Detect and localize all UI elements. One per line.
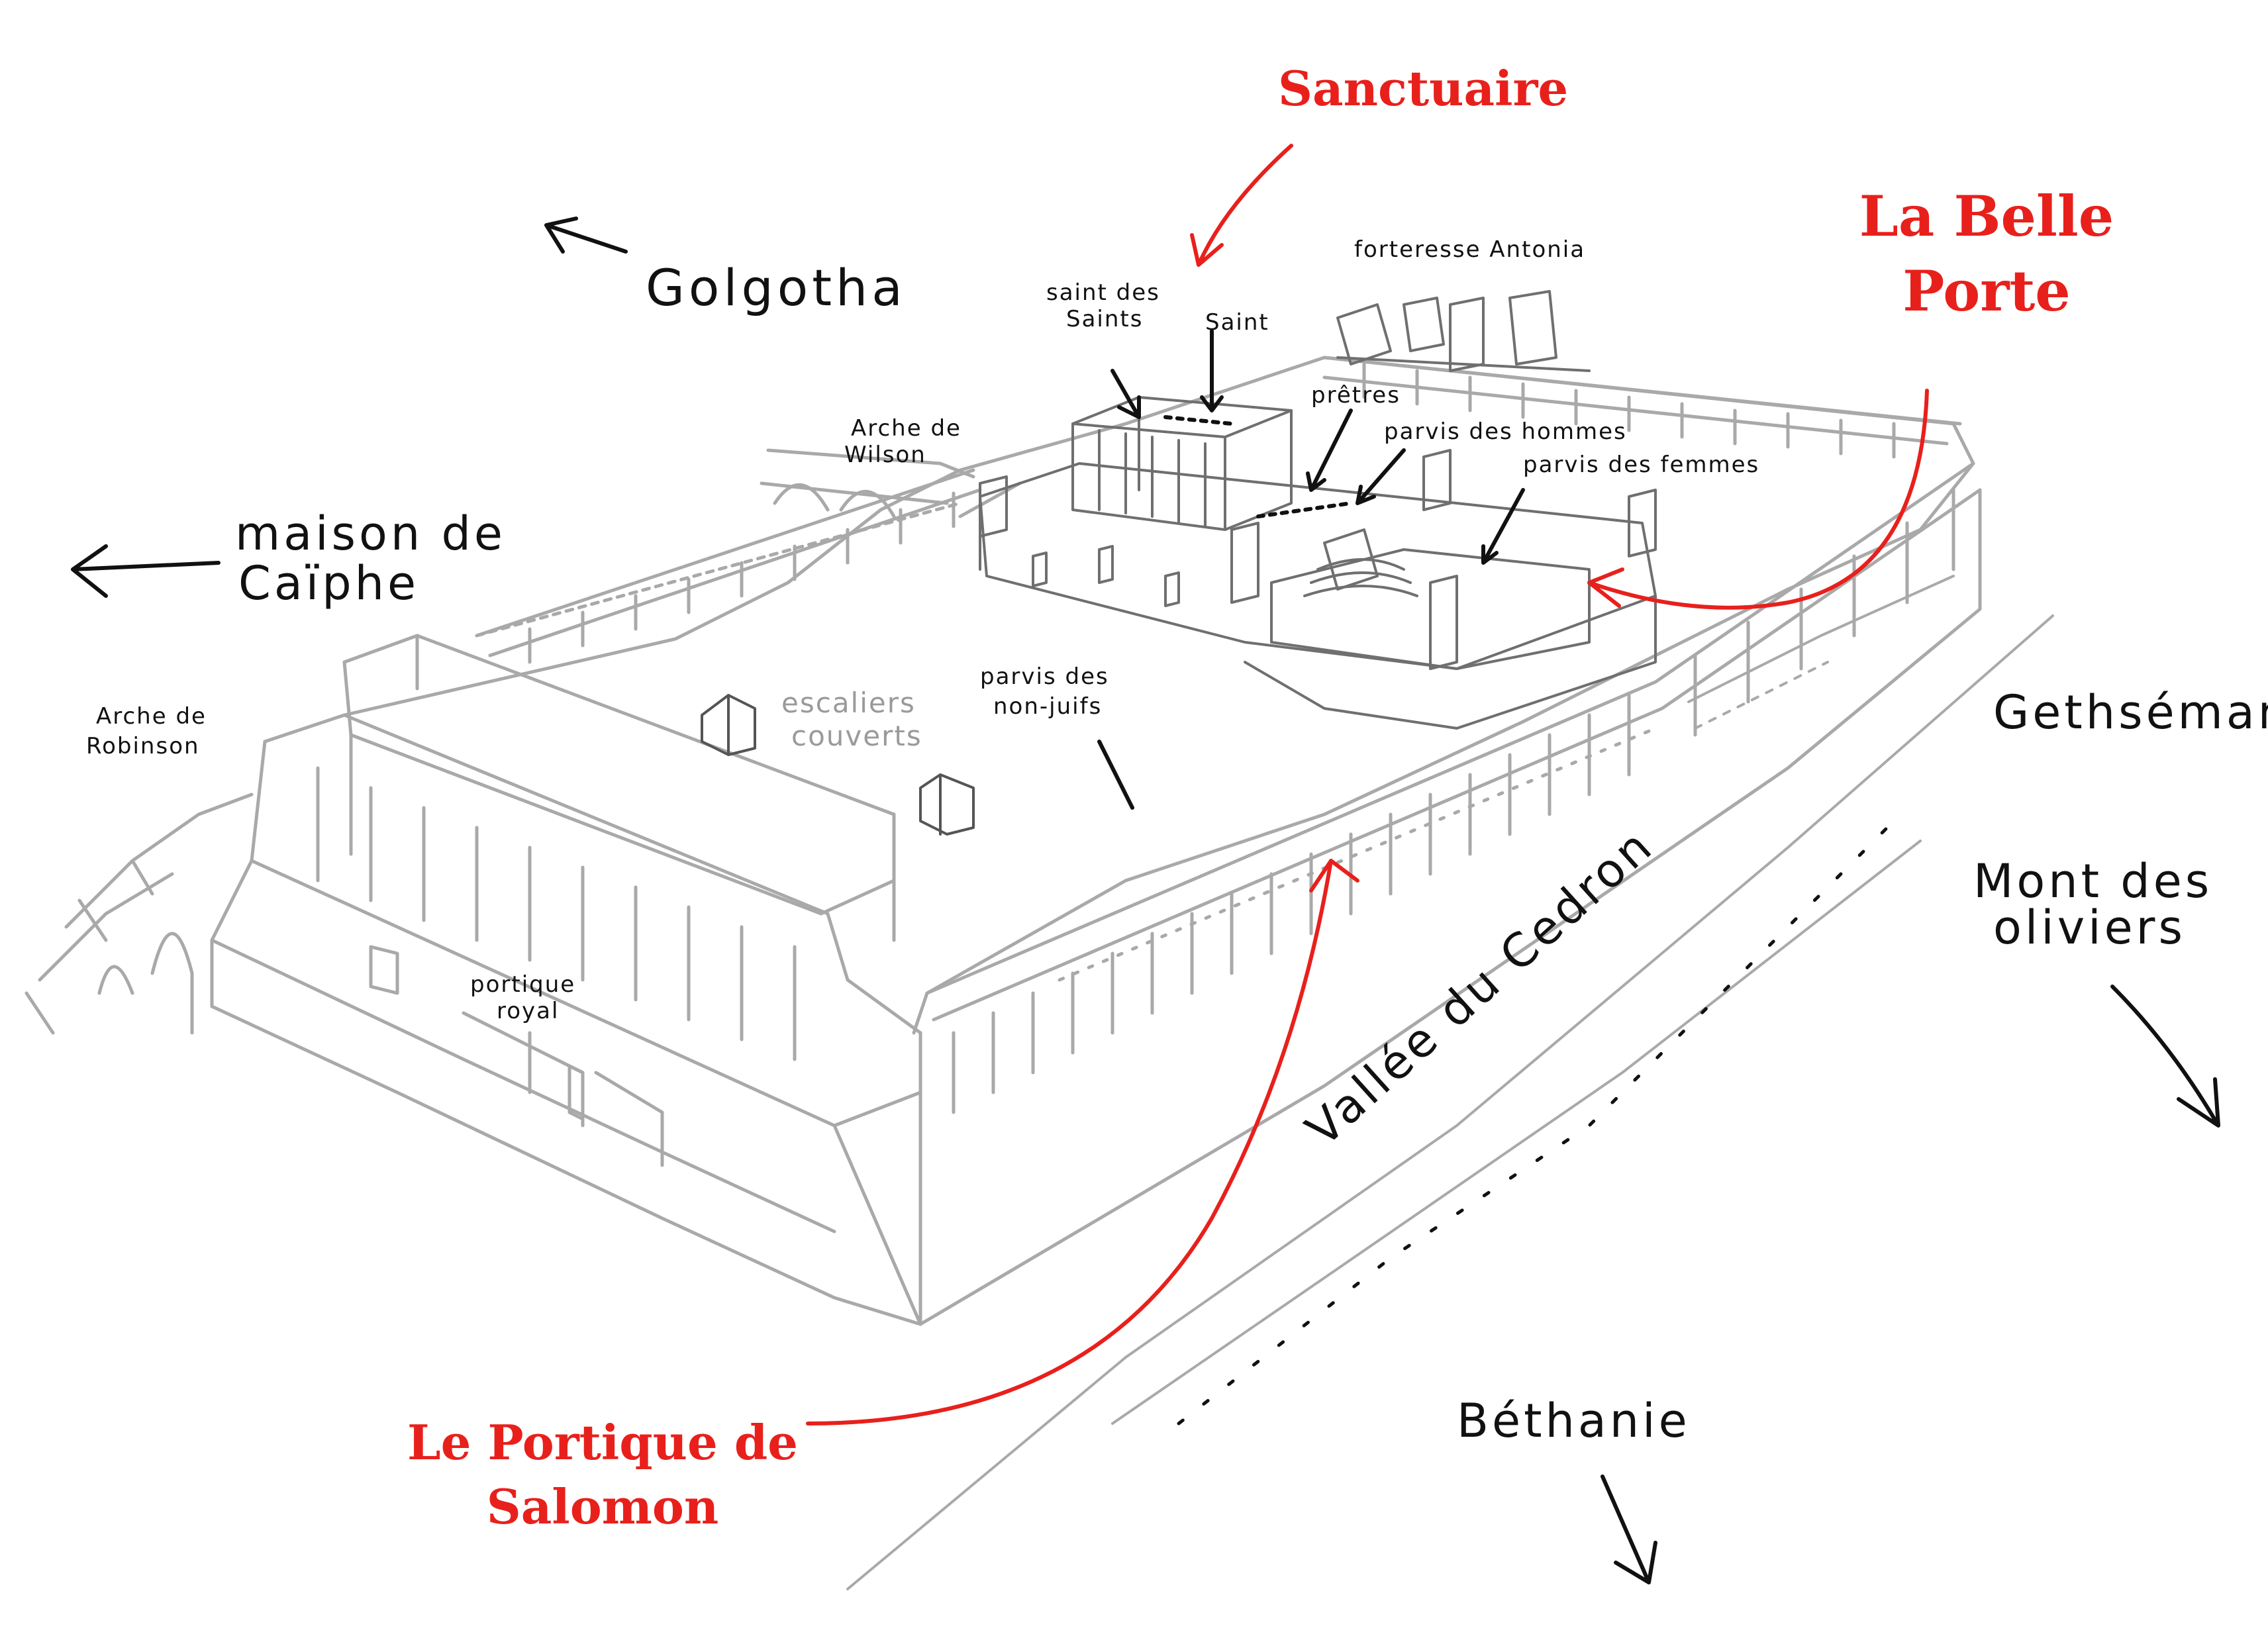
arche-wilson-label-1: Arche de (851, 415, 961, 442)
sanctuary-complex (979, 290, 1657, 730)
mont-oliviers-label-1: Mont des (1973, 854, 2213, 908)
parvis-hommes-label: parvis des hommes (1384, 418, 1627, 445)
belle-porte-callout: La Belle Porte (1854, 179, 2119, 329)
arche-robinson-label-1: Arche de (96, 703, 207, 730)
saint-des-saints-label-1: saint des (1046, 279, 1160, 306)
portique-royal-label-2: royal (497, 998, 560, 1024)
arche-wilson-label-2: Wilson (844, 442, 926, 468)
portique-royal-label-1: portique (470, 971, 576, 998)
parvis-femmes-label: parvis des femmes (1523, 452, 1760, 478)
temple-platform (25, 356, 1982, 1326)
portique-salomon-arrow (806, 859, 1359, 1425)
forteresse-antonia-label: forteresse Antonia (1354, 236, 1586, 263)
belle-porte-arrow (1587, 389, 1929, 610)
covered-stairs (701, 694, 975, 836)
belle-porte-line-2: Porte (1902, 258, 2071, 324)
kidron-valley (846, 575, 2054, 1590)
portique-salomon-line-1: Le Portique de (407, 1414, 798, 1471)
saint-label: Saint (1205, 309, 1269, 336)
ink-arrows (71, 217, 2220, 1584)
saint-des-saints-label-2: Saints (1066, 306, 1144, 332)
parvis-non-juifs-label-2: non-juifs (993, 693, 1103, 720)
belle-porte-line-1: La Belle (1859, 183, 2114, 249)
pretres-label: prêtres (1311, 382, 1401, 409)
sanctuaire-arrow (1190, 144, 1293, 267)
escaliers-couverts-label-1: escaliers (781, 687, 916, 719)
portique-salomon-line-2: Salomon (486, 1478, 719, 1535)
maison-caiphe-label-2: Caïphe (238, 556, 420, 610)
maison-caiphe-label-1: maison de (235, 507, 506, 561)
bethanie-label: Béthanie (1457, 1394, 1691, 1448)
escaliers-couverts-label-2: couverts (791, 720, 922, 752)
parvis-non-juifs-label-1: parvis des (980, 663, 1109, 690)
red-arrows (806, 144, 1929, 1425)
gethsemani-label: Gethsémani (1993, 685, 2268, 740)
golgotha-label: Golgotha (646, 258, 907, 317)
arche-robinson-label-2: Robinson (86, 733, 200, 759)
sanctuaire-callout: Sanctuaire (1278, 60, 1569, 117)
portique-salomon-callout: Le Portique de Salomon (371, 1410, 834, 1539)
kidron-dashed-path (1177, 826, 1889, 1425)
mont-oliviers-label-2: oliviers (1993, 900, 2186, 955)
